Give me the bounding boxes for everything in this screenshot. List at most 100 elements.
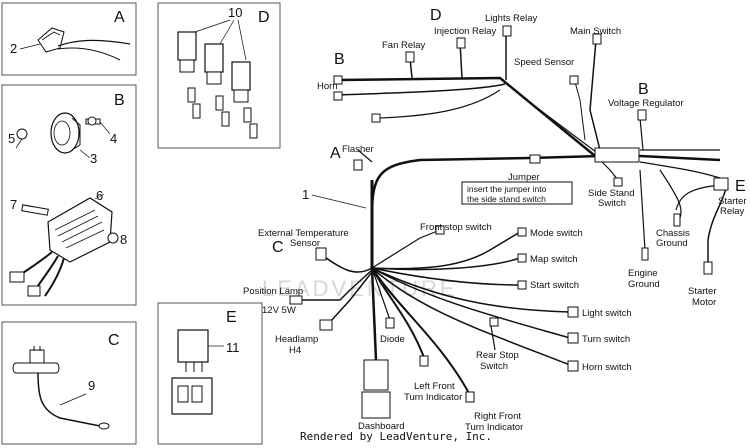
- label-turn-switch: Turn switch: [582, 334, 630, 345]
- letter-c-main: C: [272, 239, 284, 256]
- part-1-number: 1: [302, 187, 309, 202]
- label-horn: Horn: [317, 81, 338, 92]
- label-rear-stop-2: Switch: [480, 361, 508, 372]
- label-injection-relay: Injection Relay: [434, 26, 497, 37]
- panel-e: E 11: [157, 302, 263, 445]
- jumper-connector: [529, 154, 541, 164]
- part-4-number: 4: [110, 131, 117, 146]
- label-chassis-ground-2: Ground: [656, 238, 688, 249]
- part-11-relay-drawing: [171, 329, 224, 415]
- label-jumper-note-2: the side stand switch: [467, 194, 546, 204]
- panel-e-letter: E: [226, 309, 237, 326]
- voltage-regulator-drawing: [9, 193, 119, 297]
- label-ext-temp-2: Sensor: [290, 238, 320, 249]
- part-9-number: 9: [88, 378, 95, 393]
- label-lights-relay: Lights Relay: [485, 13, 538, 24]
- label-start-switch: Start switch: [530, 280, 579, 291]
- part-5-number: 5: [8, 131, 15, 146]
- label-right-front-2: Turn Indicator: [465, 422, 523, 433]
- fan-relay-connector: [405, 51, 415, 63]
- main-switch-connector: [592, 33, 602, 45]
- label-left-front-2: Turn Indicator: [404, 392, 462, 403]
- engine-ground-terminal: [641, 247, 649, 261]
- diode-connector: [385, 317, 395, 329]
- label-diode: Diode: [380, 334, 405, 345]
- label-engine-ground-2: Ground: [628, 279, 660, 290]
- speed-sensor-connector: [569, 75, 579, 85]
- panel-c: C 9: [1, 321, 137, 445]
- horn-switch-connector: [567, 360, 579, 372]
- harness-wires: [300, 30, 727, 396]
- horn-drawing: [15, 112, 111, 159]
- label-jumper: Jumper: [508, 172, 540, 183]
- label-position-lamp: Position Lamp: [243, 286, 303, 297]
- panel-b-letter: B: [114, 92, 125, 109]
- label-light-switch: Light switch: [582, 308, 632, 319]
- part-10-relays-drawing: [177, 19, 258, 139]
- letter-a-main: A: [330, 145, 341, 162]
- label-voltage-regulator: Voltage Regulator: [608, 98, 684, 109]
- part-6-number: 6: [96, 188, 103, 203]
- part-2-number: 2: [10, 41, 17, 56]
- mode-switch-connector: [517, 227, 527, 237]
- label-starter-motor-1: Starter: [688, 286, 717, 297]
- part-2-connector-drawing: [19, 27, 131, 61]
- starter-relay-connector: [713, 177, 729, 191]
- label-starter-motor-2: Motor: [692, 297, 716, 308]
- lights-relay-connector: [502, 25, 512, 37]
- letter-b-voltage-regulator: B: [638, 81, 649, 98]
- part-8-number: 8: [120, 232, 127, 247]
- dashboard-connector-top: [363, 359, 389, 391]
- part-9-sensor-drawing: [12, 346, 110, 430]
- label-jumper-note-1: insert the jumper into: [467, 184, 547, 194]
- main-junction-block: [594, 147, 640, 163]
- harness-connectors: [289, 25, 729, 419]
- label-position-lamp-spec: 12V 5W: [262, 305, 296, 316]
- voltage-regulator-connector: [637, 109, 647, 121]
- label-headlamp-2: H4: [289, 345, 301, 356]
- label-starter-relay-2: Relay: [720, 206, 745, 217]
- turn-switch-connector: [567, 332, 579, 344]
- injection-relay-connector: [456, 37, 466, 49]
- label-right-front-1: Right Front: [474, 411, 521, 422]
- rear-stop-connector: [489, 317, 499, 327]
- right-front-indicator-connector: [465, 391, 475, 403]
- panel-a-letter: A: [114, 9, 125, 26]
- chassis-ground-terminal: [673, 213, 681, 227]
- label-map-switch: Map switch: [530, 254, 578, 265]
- label-dashboard: Dashboard: [358, 421, 404, 432]
- starter-motor-terminal: [703, 261, 713, 275]
- part-10-number: 10: [228, 5, 242, 20]
- aux-connector: [371, 113, 381, 123]
- ext-temp-sensor-connector: [315, 247, 327, 261]
- panel-c-letter: C: [108, 332, 120, 349]
- label-flasher: Flasher: [342, 144, 374, 155]
- label-rear-stop-1: Rear Stop: [476, 350, 519, 361]
- label-headlamp-1: Headlamp: [275, 334, 318, 345]
- part-7-number: 7: [10, 197, 17, 212]
- label-mode-switch: Mode switch: [530, 228, 583, 239]
- horn-connector-lower: [333, 91, 343, 101]
- panel-a: A 2: [1, 2, 137, 76]
- map-switch-connector: [517, 253, 527, 263]
- left-front-indicator-connector: [419, 355, 429, 367]
- letter-d-main: D: [430, 7, 442, 24]
- label-ext-temp-1: External Temperature: [258, 228, 349, 239]
- label-chassis-ground-1: Chassis: [656, 228, 690, 239]
- label-front-stop-switch: Front stop switch: [420, 222, 492, 233]
- panel-b: B 4 5 3 6 7 8: [1, 84, 137, 306]
- flasher-connector: [353, 159, 363, 171]
- headlamp-connector: [319, 319, 333, 331]
- label-fan-relay: Fan Relay: [382, 40, 426, 51]
- light-switch-connector: [567, 306, 579, 318]
- harness-labels: D B B A C E 1 Lights Relay Injection Rel…: [243, 7, 747, 433]
- panel-d: D 10: [157, 2, 281, 149]
- label-starter-relay-1: Starter: [718, 196, 747, 207]
- front-stop-connector: [435, 225, 445, 235]
- label-side-stand-1: Side Stand: [588, 188, 634, 199]
- label-main-switch: Main Switch: [570, 26, 621, 37]
- footer-credit: Rendered by LeadVenture, Inc.: [300, 430, 492, 443]
- label-engine-ground-1: Engine: [628, 268, 658, 279]
- label-left-front-1: Left Front: [414, 381, 455, 392]
